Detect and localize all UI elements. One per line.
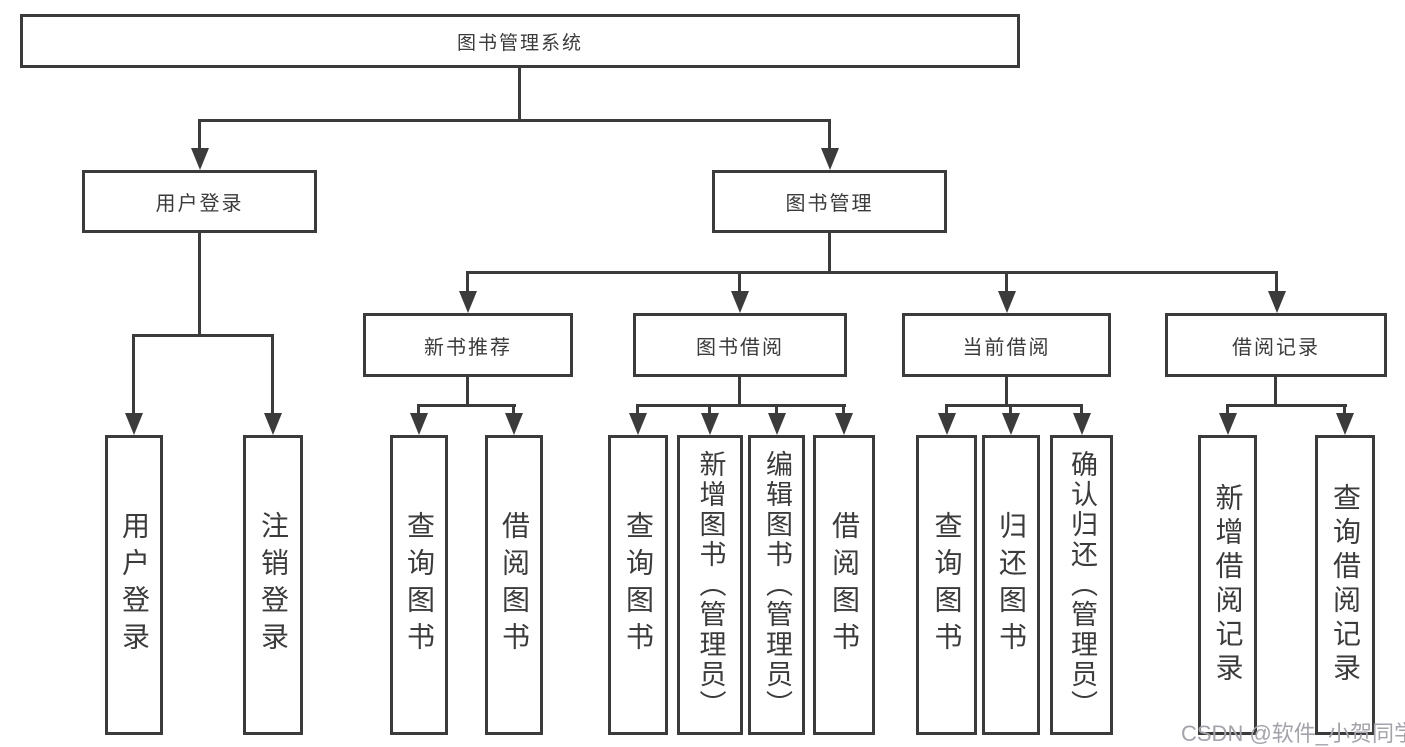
leaf-add-books-admin: 新增图书（管理员） [677, 435, 743, 735]
connector-root-stem [518, 68, 521, 122]
connector-user-login-stem [198, 233, 201, 337]
leaf-query-books-recommend: 查询图书 [390, 435, 448, 735]
connector-book-borrow-bus [636, 404, 846, 407]
connector-drop-new-book [466, 271, 469, 293]
leaf-confirm-return-admin: 确认归还（管理员） [1050, 435, 1113, 735]
connector-current-borrow-bus [945, 404, 1083, 407]
arrow-down-icon [821, 148, 839, 170]
leaf-borrow-books: 借阅图书 [813, 435, 875, 735]
connector-drop-user-login [198, 119, 201, 150]
arrow-down-icon [768, 413, 786, 435]
arrow-down-icon [938, 413, 956, 435]
leaf-logout: 注销登录 [243, 435, 303, 735]
connector-drop [1226, 404, 1229, 416]
connector-user-login-bus [133, 334, 274, 337]
leaf-query-books-borrow: 查询图书 [608, 435, 668, 735]
connector-borrow-records-bus [1226, 404, 1347, 407]
connector-drop [1343, 404, 1346, 416]
leaf-add-borrow-record: 新增借阅记录 [1198, 435, 1257, 735]
leaf-user-login: 用户登录 [105, 435, 163, 735]
arrow-down-icon [1002, 413, 1020, 435]
node-book-borrow: 图书借阅 [633, 313, 847, 377]
connector-drop-book-borrow [738, 271, 741, 293]
connector-drop [417, 404, 420, 416]
connector-drop [708, 404, 711, 416]
connector-borrow-records-stem [1274, 377, 1277, 407]
arrow-down-icon [998, 291, 1016, 313]
arrow-down-icon [264, 413, 282, 435]
leaf-query-borrow-record: 查询借阅记录 [1315, 435, 1375, 735]
node-new-book-recommend: 新书推荐 [363, 313, 573, 377]
arrow-down-icon [505, 413, 523, 435]
connector-drop [1080, 404, 1083, 416]
arrow-down-icon [459, 291, 477, 313]
arrow-down-icon [701, 413, 719, 435]
connector-drop-leaf-logout [271, 334, 274, 416]
arrow-down-icon [1219, 413, 1237, 435]
connector-book-mgmt-bus [466, 271, 1278, 274]
connector-drop [1009, 404, 1012, 416]
connector-drop-leaf-user-login [132, 334, 135, 416]
node-user-login: 用户登录 [82, 170, 317, 233]
arrow-down-icon [629, 413, 647, 435]
connector-drop [775, 404, 778, 416]
connector-drop-book-management [828, 119, 831, 150]
leaf-query-books-current: 查询图书 [916, 435, 977, 735]
arrow-down-icon [1336, 413, 1354, 435]
connector-current-borrow-stem [1005, 377, 1008, 407]
leaf-return-books: 归还图书 [982, 435, 1040, 735]
connector-drop [512, 404, 515, 416]
arrow-down-icon [410, 413, 428, 435]
arrow-down-icon [731, 291, 749, 313]
node-book-management: 图书管理 [712, 170, 947, 233]
connector-drop-borrow-records [1275, 271, 1278, 293]
arrow-down-icon [1073, 413, 1091, 435]
connector-root-bus [198, 119, 831, 122]
csdn-watermark: CSDN @软件_小贺同学 [1181, 721, 1405, 746]
connector-drop-current-borrow [1005, 271, 1008, 293]
connector-new-book-stem [466, 377, 469, 407]
connector-drop [945, 404, 948, 416]
connector-drop [636, 404, 639, 416]
arrow-down-icon [835, 413, 853, 435]
arrow-down-icon [1268, 291, 1286, 313]
node-borrow-records: 借阅记录 [1165, 313, 1387, 377]
leaf-edit-books-admin: 编辑图书（管理员） [748, 435, 805, 735]
connector-new-book-bus [417, 404, 516, 407]
connector-book-borrow-stem [738, 377, 741, 407]
node-current-borrow: 当前借阅 [902, 313, 1111, 377]
connector-book-mgmt-stem [828, 233, 831, 274]
connector-drop [842, 404, 845, 416]
leaf-borrow-books-recommend: 借阅图书 [485, 435, 543, 735]
root-node: 图书管理系统 [20, 14, 1020, 68]
arrow-down-icon [191, 148, 209, 170]
arrow-down-icon [125, 413, 143, 435]
